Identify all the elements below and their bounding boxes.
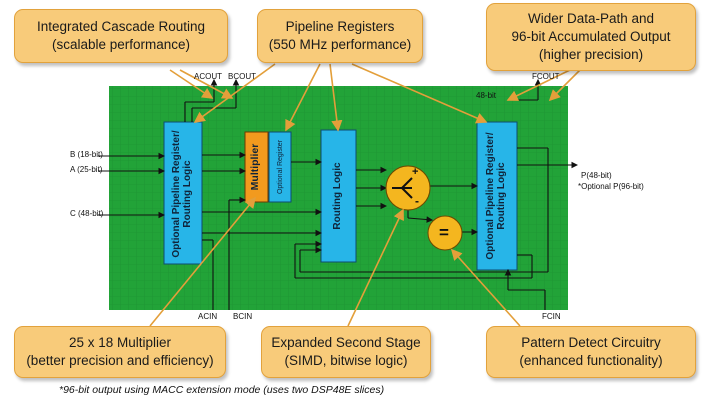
label-bcout: BCOUT — [228, 72, 256, 81]
callout-pattern-title: Pattern Detect Circuitry — [521, 335, 661, 350]
multiplier-register-label: Optional Register — [277, 139, 284, 195]
label-bcin: BCIN — [233, 312, 253, 321]
footnote: *96-bit output using MACC extension mode… — [59, 384, 384, 396]
callout-multiplier-subtitle: (better precision and efficiency) — [26, 353, 214, 368]
callout-multiplier-title: 25 x 18 Multiplier — [68, 335, 172, 350]
output-pipeline-register-block — [476, 121, 518, 271]
input-pipeline-register-block — [163, 121, 203, 265]
output-register-line2: Routing Logic — [496, 162, 507, 230]
multiplier-register-block — [268, 131, 292, 203]
pattern-detect-circle — [427, 215, 463, 251]
label-acin: ACIN — [198, 312, 218, 321]
alu-minus-sign: - — [415, 194, 419, 208]
callout-datapath-title: Wider Data-Path and — [527, 11, 655, 26]
input-register-line1: Optional Pipeline Register/ — [171, 130, 182, 258]
label-p-optional-output: *Optional P(96-bit) — [578, 182, 644, 191]
label-fcout: FCOUT — [532, 72, 560, 81]
callout-second-stage-subtitle: (SIMD, bitwise logic) — [284, 353, 408, 368]
input-register-line2: Routing Logic — [182, 160, 193, 228]
callout-wider-data-path: Wider Data-Path and 96-bit Accumulated O… — [486, 3, 696, 71]
label-48-bit-bus: 48-bit — [476, 91, 497, 100]
output-pipeline-register-label: Optional Pipeline Register/ Routing Logi… — [485, 126, 509, 266]
label-p-output: P(48-bit) — [581, 171, 612, 180]
alu-plus-sign: + — [412, 166, 419, 178]
callout-cascade-subtitle: (scalable performance) — [51, 37, 191, 52]
output-register-line1: Optional Pipeline Register/ — [485, 132, 496, 260]
alu-symbol — [392, 177, 413, 199]
callout-pointers — [149, 63, 581, 327]
pattern-detect-equals-sign: = — [439, 223, 449, 242]
label-c-input: C (48-bit) — [70, 209, 104, 218]
multiplier-label: Multiplier — [249, 143, 261, 191]
callout-multiplier: 25 x 18 Multiplier (better precision and… — [14, 326, 226, 378]
callout-pipeline-registers: Pipeline Registers (550 MHz performance) — [257, 9, 423, 63]
footnote-macc: MACC — [152, 384, 184, 396]
label-fcin: FCIN — [542, 312, 561, 321]
routing-wires — [98, 78, 579, 310]
label-acout: ACOUT — [194, 72, 222, 81]
footnote-post: extension mode (uses two DSP48E slices) — [183, 384, 385, 396]
callout-expanded-second-stage: Expanded Second Stage (SIMD, bitwise log… — [261, 326, 431, 378]
footnote-pre: *96-bit output using — [59, 384, 153, 396]
callout-second-stage-title: Expanded Second Stage — [271, 335, 421, 350]
multiplier-block — [244, 131, 269, 203]
callout-pipeline-title: Pipeline Registers — [285, 19, 395, 34]
input-pipeline-register-label: Optional Pipeline Register/ Routing Logi… — [171, 124, 195, 264]
routing-logic-label: Routing Logic — [332, 162, 343, 230]
callout-cascade-title: Integrated Cascade Routing — [36, 19, 206, 34]
callout-pattern-subtitle: (enhanced functionality) — [519, 353, 663, 368]
callout-pipeline-subtitle: (550 MHz performance) — [268, 37, 412, 52]
label-b-input: B (18-bit) — [70, 150, 103, 159]
label-a-input: A (25-bit) — [70, 165, 103, 174]
callout-datapath-line2: 96-bit Accumulated Output — [511, 29, 671, 44]
callout-pattern-detect: Pattern Detect Circuitry (enhanced funct… — [486, 326, 696, 378]
callout-datapath-subtitle: (higher precision) — [538, 47, 644, 62]
callout-integrated-cascade-routing: Integrated Cascade Routing (scalable per… — [14, 9, 228, 63]
